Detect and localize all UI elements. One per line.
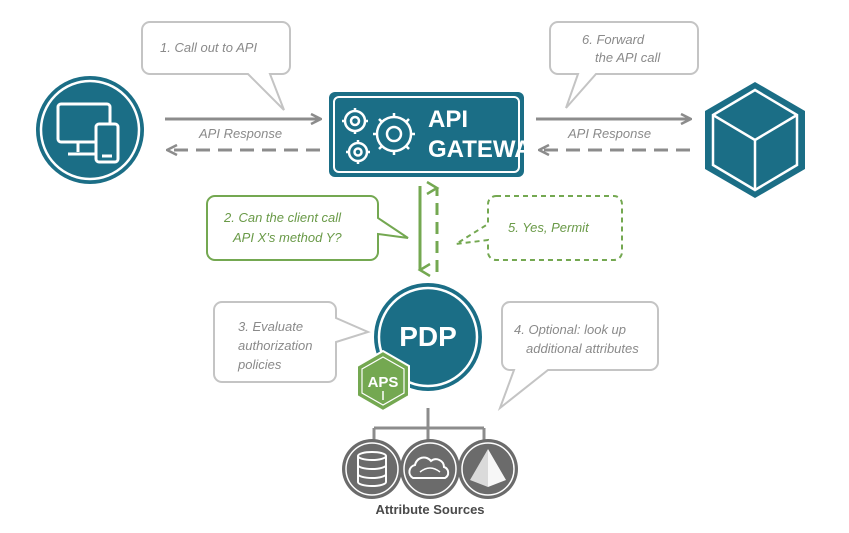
aps-badge: APS xyxy=(356,349,410,413)
callout-1-text: 1. Call out to API xyxy=(160,40,257,55)
callout-2: 2. Can the client call API X’s method Y? xyxy=(206,195,409,261)
callout-2-line2: API X’s method Y? xyxy=(232,230,342,245)
attribute-sources-label: Attribute Sources xyxy=(375,502,484,517)
callout-1: 1. Call out to API xyxy=(141,21,291,111)
callout-3-line3: policies xyxy=(237,357,282,372)
backend-service xyxy=(705,82,805,198)
callout-6: 6. Forward the API call xyxy=(549,21,699,109)
aps-label: APS xyxy=(368,374,399,391)
cube-icon xyxy=(711,88,799,192)
database-icon xyxy=(342,439,402,499)
pyramid-icon xyxy=(458,439,518,499)
client-devices xyxy=(36,76,144,184)
callout-4: 4. Optional: look up additional attribut… xyxy=(497,301,659,411)
callout-4-line1: 4. Optional: look up xyxy=(514,322,626,337)
callout-6-line1: 6. Forward xyxy=(582,32,645,47)
callout-4-line2: additional attributes xyxy=(526,341,639,356)
gears-icon xyxy=(342,108,415,164)
callout-5-text: 5. Yes, Permit xyxy=(508,220,590,235)
gateway-title-line1: API xyxy=(428,106,468,133)
callout-3-line2: authorization xyxy=(238,338,312,353)
response-label-right: API Response xyxy=(567,126,651,141)
callout-6-line2: the API call xyxy=(595,50,661,65)
devices-icon xyxy=(56,102,120,164)
callout-2-line1: 2. Can the client call xyxy=(223,210,342,225)
cloud-icon xyxy=(400,439,460,499)
api-gateway: API GATEWAY xyxy=(329,92,545,177)
callout-3: 3. Evaluate authorization policies xyxy=(213,301,371,383)
pdp-label: PDP xyxy=(399,321,457,352)
attribute-connector xyxy=(372,408,486,444)
callout-5: 5. Yes, Permit xyxy=(455,195,623,261)
callout-3-line1: 3. Evaluate xyxy=(238,319,303,334)
response-label-left: API Response xyxy=(198,126,282,141)
hexagon-badge-icon xyxy=(356,349,410,413)
gateway-title-line2: GATEWAY xyxy=(428,136,545,163)
